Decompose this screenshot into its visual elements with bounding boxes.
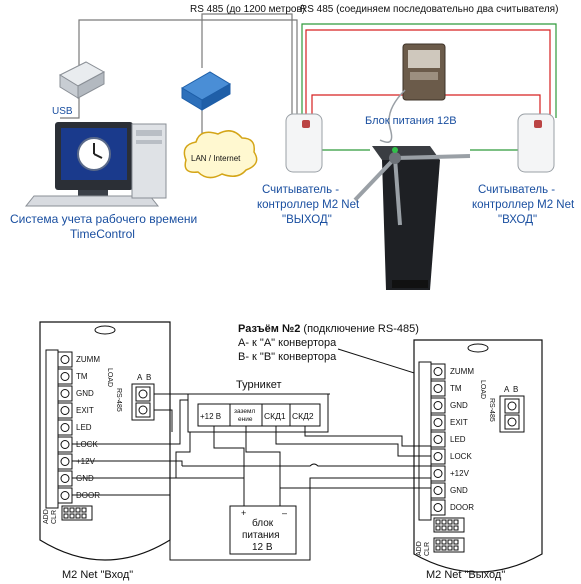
right-b-label: B: [513, 385, 518, 394]
connector-line-a: А- к "А" конвертора: [238, 337, 337, 349]
computer-icon: [24, 122, 167, 207]
left-jumpers: [61, 505, 93, 521]
right-pin-led: LED: [450, 435, 466, 444]
rs485-right-label: RS 485 (соединяем последовательно два сч…: [300, 4, 558, 15]
reader-exit-line2: контроллер M2 Net: [257, 199, 360, 211]
lan-cloud-icon: [183, 130, 258, 179]
reader-exit-line1: Считыватель -: [262, 184, 339, 196]
left-pin-zumm: ZUMM: [76, 355, 100, 364]
right-pin-door: DOOR: [450, 503, 474, 512]
right-pin-gnd1: GND: [450, 401, 468, 410]
left-rs485-connector: [131, 383, 155, 421]
turnstile-terminal-ground-2: ение: [238, 416, 253, 423]
turnstile-icon: [353, 146, 471, 290]
left-terminal-block: [45, 349, 73, 509]
left-add-label: ADD: [43, 509, 50, 524]
right-a-label: A: [504, 385, 510, 394]
reader-entry-line2: контроллер M2 Net: [472, 199, 575, 211]
left-load-label: LOAD: [106, 368, 113, 387]
power-supply-icon: [402, 43, 446, 101]
reader-exit-line3: "ВЫХОД": [282, 214, 332, 226]
psu-box: [229, 505, 297, 555]
usb-converter-icon: [58, 61, 106, 99]
rs485-bus-wires: [60, 13, 557, 151]
left-b-label: B: [146, 373, 151, 382]
right-terminal-block: [418, 361, 446, 521]
reader-entry-icon: [517, 113, 555, 173]
left-pin-led: LED: [76, 423, 92, 432]
turnstile-terminal-block: [187, 393, 329, 433]
lan-label: LAN / Internet: [191, 154, 241, 163]
power-cable: [379, 89, 406, 143]
reader-entry-line1: Считыватель -: [478, 184, 555, 196]
right-load-label: LOAD: [479, 380, 486, 399]
left-a-label: A: [137, 373, 143, 382]
turnstile-label: Турникет: [236, 379, 282, 391]
left-rs485-label: RS-485: [115, 388, 122, 412]
left-pin-tm: TM: [76, 372, 88, 381]
right-jumpers: [433, 517, 465, 553]
psu-minus: –: [282, 508, 287, 518]
connector-title-rest: (подключение RS-485): [300, 323, 419, 335]
ethernet-converter-icon: [181, 71, 231, 111]
right-pin-exit: EXIT: [450, 418, 468, 427]
right-controller-name: M2 Net "Выход": [426, 569, 505, 581]
rs485-left-label: RS 485 (до 1200 метров): [190, 4, 305, 15]
right-pin-gnd2: GND: [450, 486, 468, 495]
right-clr-label: CLR: [424, 542, 431, 556]
right-rs485-connector: [499, 395, 525, 433]
right-rs485-label: RS-485: [488, 398, 495, 422]
system-label-line2: TimeControl: [70, 227, 135, 241]
left-pin-exit: EXIT: [76, 406, 94, 415]
left-pin-gnd1: GND: [76, 389, 94, 398]
right-pin-lock: LOCK: [450, 452, 472, 461]
power-block-label: Блок питания 12В: [365, 115, 457, 127]
right-add-label: ADD: [416, 541, 423, 556]
left-clr-label: CLR: [51, 510, 58, 524]
turnstile-terminal-ground-1: заземл: [234, 408, 256, 415]
right-pin-12v: +12V: [450, 469, 470, 478]
psu-plus: +: [241, 508, 246, 518]
connector-title-bold: Разъём №2: [238, 323, 300, 335]
system-label-line1: Система учета рабочего времени: [10, 212, 197, 226]
psu-label-3: 12 В: [252, 542, 273, 553]
right-pin-labels: ZUMM TM GND EXIT LED LOCK +12V GND DOOR: [450, 367, 474, 512]
bottom-wiring: [72, 393, 431, 561]
psu-label-1: блок: [252, 517, 274, 529]
connector-line-b: В- к "В" конвертора: [238, 351, 337, 363]
right-pin-zumm: ZUMM: [450, 367, 474, 376]
usb-label: USB: [52, 106, 73, 117]
left-controller-name: M2 Net "Вход": [62, 569, 133, 581]
psu-label-2: питания: [242, 530, 280, 541]
connector-title: Разъём №2 (подключение RS-485): [238, 323, 419, 335]
right-pin-tm: TM: [450, 384, 462, 393]
turnstile-terminal-skd1: СКД1: [264, 411, 286, 421]
reader-entry-line3: "ВХОД": [498, 214, 537, 226]
turnstile-terminal-12v: +12 В: [200, 412, 221, 421]
reader-exit-icon: [285, 113, 323, 173]
turnstile-terminal-skd2: СКД2: [292, 411, 314, 421]
